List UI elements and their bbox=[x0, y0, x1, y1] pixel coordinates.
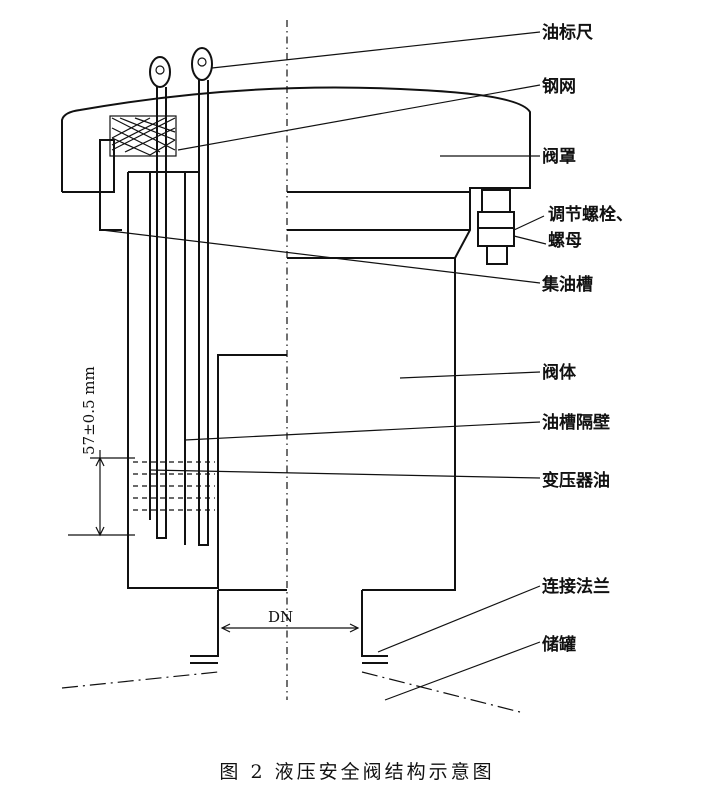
oil-groove-outer bbox=[127, 172, 287, 589]
label-adjust-bolt-2: 螺母 bbox=[548, 231, 582, 251]
label-adjust-bolt-1: 调节螺栓、 bbox=[548, 204, 633, 225]
steel-mesh bbox=[109, 115, 177, 157]
label-steel-mesh: 钢网 bbox=[542, 76, 576, 97]
label-groove-partition: 油槽隔壁 bbox=[542, 412, 610, 433]
storage-tank bbox=[61, 671, 521, 713]
oil-level-dimension bbox=[68, 450, 135, 537]
label-valve-body: 阀体 bbox=[542, 362, 577, 383]
label-transformer-oil: 变压器油 bbox=[542, 470, 610, 491]
transformer-oil bbox=[133, 461, 215, 511]
oil-level-dimension-text: 57±0.5 mm bbox=[80, 366, 98, 455]
adjust-bolt-nut bbox=[477, 189, 515, 265]
label-oil-groove: 集油槽 bbox=[541, 274, 593, 295]
label-storage-tank: 储罐 bbox=[542, 634, 576, 655]
label-valve-cover: 阀罩 bbox=[542, 146, 576, 167]
cover-skirt bbox=[62, 191, 122, 231]
figure-caption: 图 2 液压安全阀结构示意图 bbox=[219, 761, 494, 783]
label-connecting-flange: 连接法兰 bbox=[542, 576, 610, 597]
connecting-flange bbox=[190, 590, 388, 664]
label-oil-dipstick: 油标尺 bbox=[542, 22, 593, 43]
oil-dipstick-right bbox=[191, 47, 213, 546]
valve-body bbox=[287, 191, 471, 591]
mesh-holder bbox=[99, 139, 115, 193]
oil-dipstick-left bbox=[149, 56, 171, 539]
leader-lines bbox=[101, 31, 547, 701]
valve-cover bbox=[61, 86, 531, 200]
dn-label: DN bbox=[268, 608, 293, 626]
